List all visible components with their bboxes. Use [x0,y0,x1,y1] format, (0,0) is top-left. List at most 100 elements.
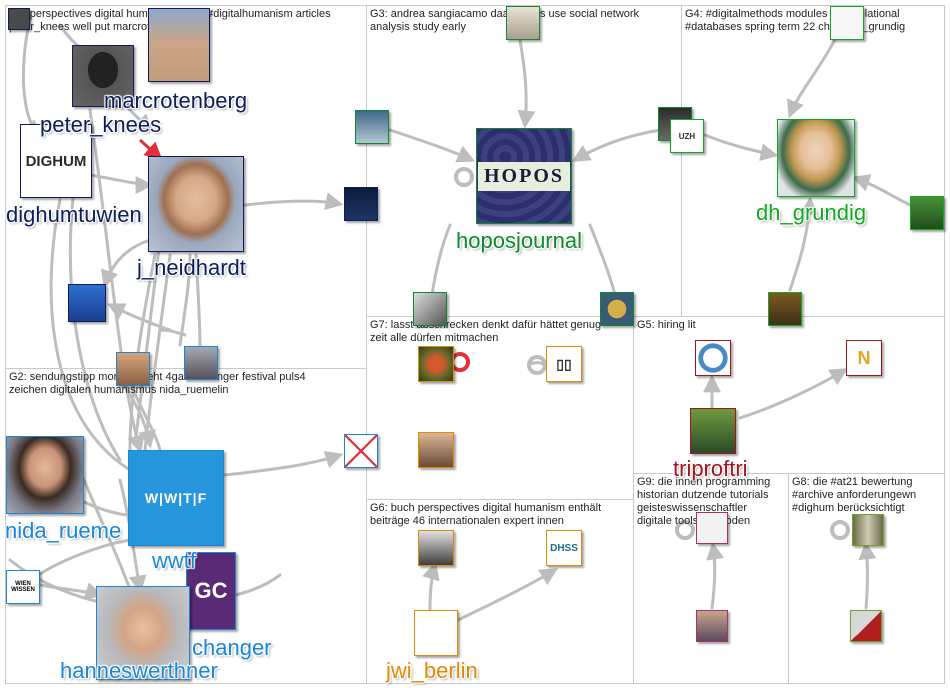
edge [388,128,476,163]
logo-node-wien-wissen[interactable]: WIEN WISSEN [6,570,40,604]
avatar-node[interactable] [418,530,454,566]
self-loop [454,167,474,187]
avatar-node[interactable] [68,284,106,322]
logo-text: UZH [678,131,696,141]
edge [106,303,172,332]
edge [88,108,145,454]
avatar-node[interactable] [418,346,454,382]
node-label-dh-grundig: dh_grundig [756,200,867,225]
logo-node[interactable] [830,6,864,40]
avatar-node[interactable] [184,346,218,380]
edge [422,561,440,612]
avatar-node-hanneswerthner[interactable] [96,586,190,680]
avatar-node[interactable] [768,292,802,326]
logo-node-wwtf[interactable]: W|W|T|F [128,450,224,546]
avatar-node[interactable] [850,610,882,642]
edge [88,173,154,194]
logo-node-gc[interactable]: GC [186,552,236,630]
edge [858,541,877,610]
node-label-peter-knees: peter_knees [40,112,162,137]
logo-node[interactable] [695,340,731,376]
edge [706,541,725,610]
self-loop [527,355,547,375]
logo-text: DHSS [550,542,578,554]
group-label: G3: andrea sangiacamo daan beers use soc… [370,8,640,33]
edge [243,192,344,211]
group-g8: G8: die #at21 bewertung #archive anforde… [788,473,945,684]
avatar-node[interactable] [852,514,884,546]
group-g9: G9: die innen programming historian dutz… [633,473,789,684]
logo-text: HOPOS [477,161,570,191]
group-label: G9: die innen programming historian dutz… [637,476,771,527]
logo-icon: ▯▯ [556,355,572,372]
avatar-node-dh-grundig[interactable] [777,119,855,197]
edge [788,196,819,292]
logo-node-uzh[interactable]: UZH [670,119,704,153]
group-g5: G5: hiring lit [633,316,945,474]
avatar-node[interactable] [344,187,378,221]
node-label-hoposjournal: hoposjournal [456,228,582,253]
group-label: G5: hiring lit [637,319,696,331]
group-g6: G6: buch perspectives digital humanism e… [366,499,634,684]
logo-text: DIGHUM [25,152,87,170]
logo-node[interactable] [355,110,389,144]
avatar-node-triproftri[interactable] [690,408,736,454]
edge [223,451,344,477]
logo-node-jwi-berlin[interactable] [414,610,458,656]
node-label-hanneswerthner: hanneswerthner [60,658,218,683]
group-g7: G7: lasst abschrecken denkt dafür hättet… [366,316,634,500]
broken-image-node[interactable] [344,434,378,468]
self-loop [830,520,850,540]
avatar-node-nida-rueme[interactable] [6,436,84,514]
avatar-node-j-neidhardt[interactable] [148,156,244,252]
node-label-dighumtuwien: dighumtuwien [6,202,142,227]
avatar-node-marcrotenberg[interactable] [148,8,210,82]
avatar-node[interactable] [696,610,728,642]
self-loop [675,520,695,540]
node-label-wwtf: wwtf [152,548,196,573]
edge [517,38,536,129]
group-label: G8: die #at21 bewertung #archive anforde… [792,476,917,514]
logo-text: WIEN WISSEN [11,581,35,593]
edge [194,253,202,352]
avatar-node[interactable] [696,512,728,544]
edge [158,328,187,337]
edge [101,238,152,289]
group-label: G2: sendungstipp morgen steht 4gamechang… [9,371,306,396]
avatar-node[interactable] [910,196,944,230]
avatar-node[interactable] [8,8,30,30]
node-label-jwi-berlin: jwi_berlin [386,658,478,683]
edge [128,378,162,452]
node-label-j-neidhardt: j_neidhardt [137,255,246,280]
edge [430,223,452,297]
avatar-node[interactable] [600,292,634,326]
logo-node-dighum[interactable]: DIGHUM [20,124,92,198]
group-label: G6: buch perspectives digital humanism e… [370,502,602,527]
avatar-node[interactable] [418,432,454,468]
logo-node-hopos[interactable]: HOPOS [476,128,572,224]
group-label: G4: #digitalmethods modules #ocr relatio… [685,8,906,33]
logo-icon: N [857,347,871,368]
node-label-marcrotenberg: marcrotenberg [104,88,248,113]
logo-node-dhss[interactable]: DHSS [546,530,582,566]
edge [78,468,132,592]
avatar-node[interactable] [506,6,540,40]
avatar-node[interactable] [413,292,447,326]
edge [49,198,132,472]
avatar-node[interactable] [116,352,150,386]
node-label-nida-rueme: nida_rueme [5,518,122,543]
node-label-changer: changer [192,635,272,660]
edge [851,174,912,207]
edge [703,133,779,162]
edge [786,28,842,119]
logo-text: W|W|T|F [144,490,208,506]
edge-highlight [138,138,163,161]
logo-node[interactable]: ▯▯ [546,346,582,382]
edge [571,128,662,162]
logo-node[interactable]: N [846,340,882,376]
logo-text: GC [194,578,228,603]
node-label-triproftri: triproftri [673,456,748,481]
avatar-node-peter-knees[interactable] [72,45,134,107]
group-label: G7: lasst abschrecken denkt dafür hättet… [370,319,602,344]
